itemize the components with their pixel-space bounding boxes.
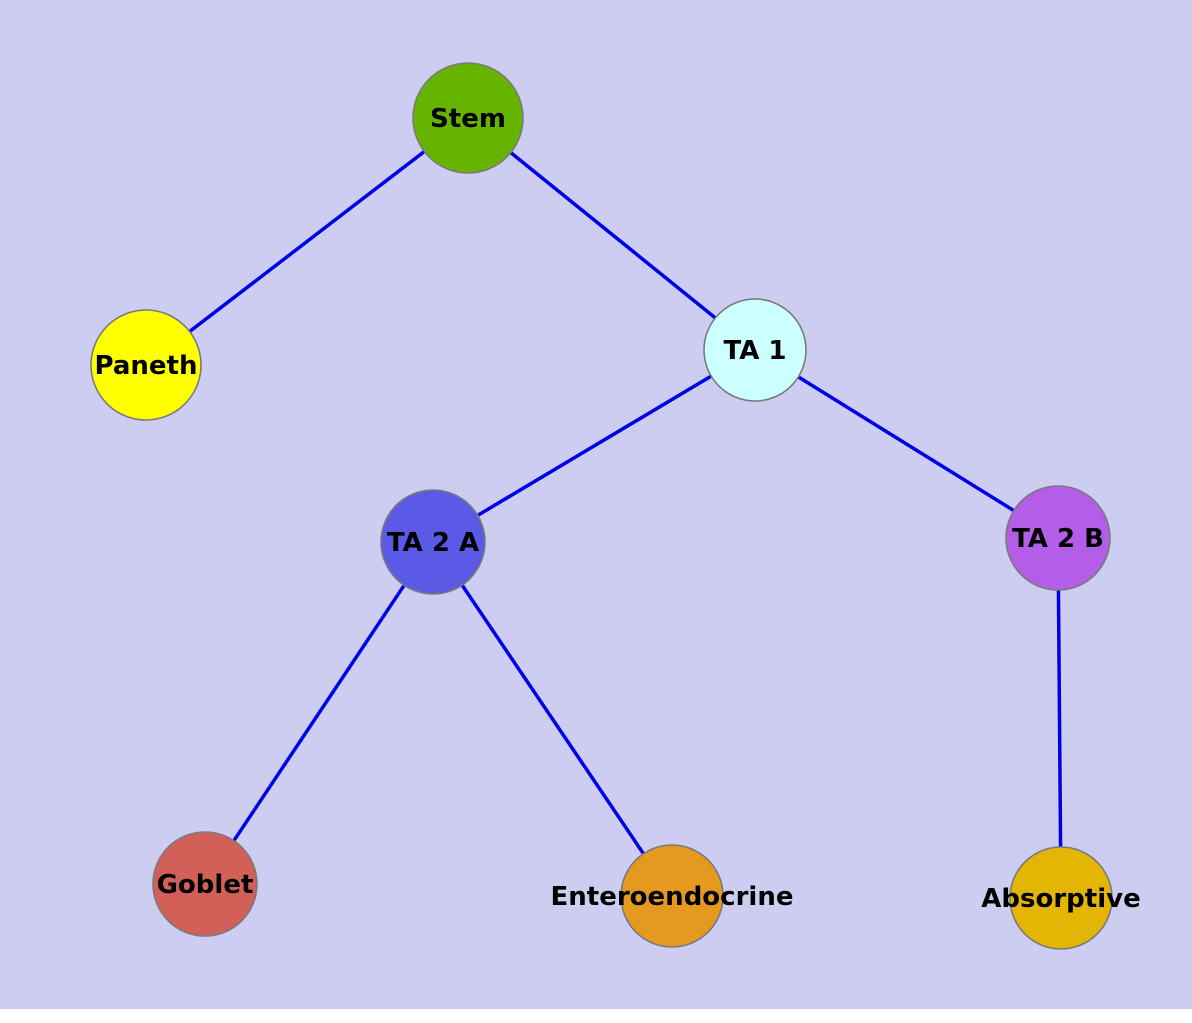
node-stem: Stem (412, 62, 524, 174)
node-circle-stem (412, 62, 524, 174)
edge-ta2b-absorptive (1056, 537, 1063, 899)
node-circle-goblet (152, 831, 258, 937)
node-circle-absorptive (1009, 846, 1113, 950)
node-absorptive: Absorptive (981, 846, 1141, 950)
node-ta2b: TA 2 B (1005, 485, 1111, 591)
node-circle-ta1 (703, 298, 807, 402)
node-label-absorptive: Absorptive (981, 884, 1140, 914)
node-paneth: Paneth (90, 309, 202, 421)
node-circle-ta2b (1005, 485, 1111, 591)
edge-stem-ta1 (466, 116, 757, 352)
node-circle-paneth (90, 309, 202, 421)
node-label-enteroendocrine: Enteroendocrine (551, 882, 794, 912)
node-ta1: TA 1 (703, 298, 807, 402)
node-goblet: Goblet (152, 831, 258, 937)
node-enteroendocrine: Enteroendocrine (551, 844, 794, 948)
edge-ta1-ta2b (754, 348, 1059, 540)
node-circle-ta2a (380, 489, 486, 595)
node-label-ta1: TA 1 (724, 336, 787, 366)
edge-stem-paneth (144, 116, 470, 367)
node-label-stem: Stem (430, 104, 506, 134)
node-label-ta2a: TA 2 A (387, 528, 479, 558)
node-circle-enteroendocrine (620, 844, 724, 948)
edge-ta2a-goblet (203, 541, 435, 885)
node-label-ta2b: TA 2 B (1012, 524, 1104, 554)
edge-ta2a-enteroendocrine (431, 541, 674, 897)
node-label-goblet: Goblet (157, 870, 254, 900)
node-label-paneth: Paneth (95, 351, 198, 381)
bottom-margin (0, 1009, 1192, 1023)
node-ta2a: TA 2 A (380, 489, 486, 595)
edge-ta1-ta2a (432, 348, 756, 544)
